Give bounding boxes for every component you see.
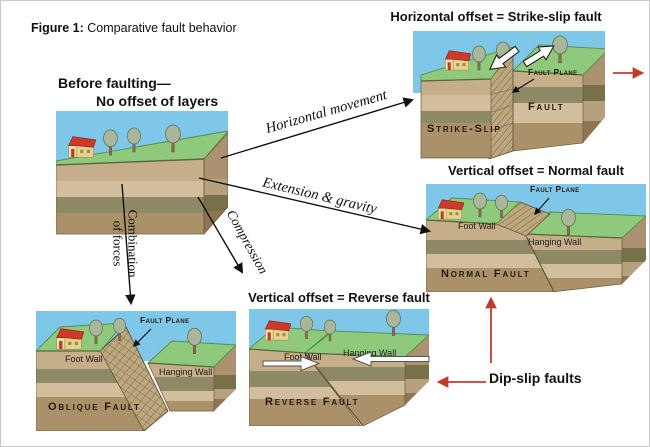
house-icon [437, 199, 464, 220]
before-faulting-block-illustration [56, 111, 228, 235]
oblique-fault-plane-label: Fault Plane [140, 315, 190, 325]
reverse-hanging-wall-label: Hanging Wall [343, 348, 397, 358]
before-faulting-line2: No offset of layers [96, 92, 219, 109]
combination-line1: Combination [125, 209, 141, 278]
figure-caption: Figure 1: Comparative fault behavior [31, 21, 237, 35]
before-faulting-title: Before faulting— No offset of layers [58, 75, 218, 110]
compression-label: Compression [223, 207, 272, 277]
before-faulting-line1: Before faulting— [58, 75, 171, 91]
horizontal-movement-label: Horizontal movement [263, 87, 389, 137]
house-icon [264, 320, 291, 341]
strike-slip-block-illustration [413, 31, 605, 159]
reverse-foot-wall-label: Foot Wall [284, 352, 322, 362]
house-icon [56, 328, 84, 350]
reverse-fault-panel-title: Vertical offset = Reverse fault [248, 290, 430, 305]
strike-slip-name-label: Strike-Slip [427, 123, 502, 135]
strike-slip-fault-plane-label: Fault Plane [528, 67, 578, 77]
figure-caption-number: Figure 1: [31, 21, 84, 35]
reverse-fault-block-illustration [249, 309, 429, 426]
combination-line2: of forces [111, 220, 126, 267]
normal-fault-panel-title: Vertical offset = Normal fault [448, 163, 624, 178]
oblique-foot-wall-label: Foot Wall [65, 354, 103, 364]
strike-slip-fault-label: Fault [528, 101, 565, 113]
extension-gravity-label: Extension & gravity [260, 174, 379, 218]
white-motion-arrow [488, 45, 520, 71]
strike-slip-panel-title: Horizontal offset = Strike-slip fault [390, 9, 602, 24]
oblique-fault-name-label: Oblique Fault [48, 401, 141, 413]
fault-plane-hatch [488, 51, 514, 159]
normal-fault-name-label: Normal Fault [441, 268, 531, 280]
house-icon [444, 50, 471, 71]
combination-of-forces-label: Combination of forces [110, 200, 141, 288]
reverse-fault-name-label: Reverse Fault [265, 396, 360, 408]
fault-plane-hatch [99, 326, 169, 431]
figure-caption-text: Comparative fault behavior [83, 21, 237, 35]
normal-hanging-wall-label: Hanging Wall [528, 237, 582, 247]
dip-slip-faults-label: Dip-slip faults [489, 370, 582, 386]
normal-fault-plane-label: Fault Plane [530, 184, 580, 194]
oblique-hanging-wall-label: Hanging Wall [159, 367, 213, 377]
white-motion-arrow [522, 45, 555, 68]
normal-foot-wall-label: Foot Wall [458, 221, 496, 231]
house-icon [68, 136, 96, 158]
